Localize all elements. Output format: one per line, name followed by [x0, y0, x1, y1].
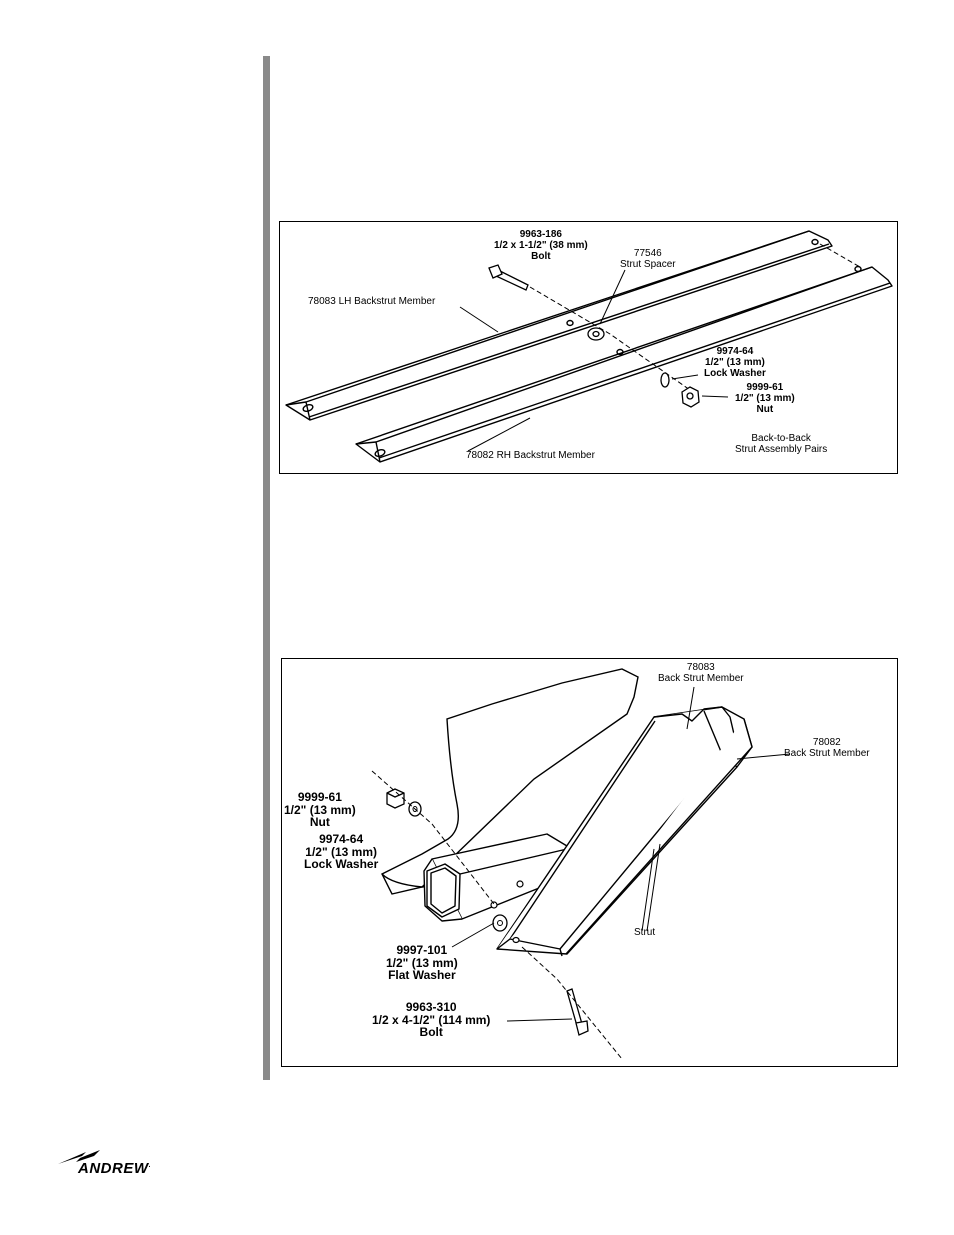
sidebar-bar	[263, 56, 270, 1080]
strut-spacer-label: 77546 Strut Spacer	[620, 248, 676, 270]
andrew-logo: ANDREW.	[56, 1148, 176, 1180]
figure-backstrut-assembly: 9963-186 1/2 x 1-1/2" (38 mm) Bolt 77546…	[279, 221, 898, 474]
bolt-9963-310-label: 9963-310 1/2 x 4-1/2" (114 mm) Bolt	[372, 1000, 491, 1039]
flat-washer-label: 9997-101 1/2" (13 mm) Flat Washer	[386, 943, 458, 982]
nut-label: 9999-61 1/2" (13 mm) Nut	[735, 382, 795, 415]
nut-9999-61-label: 9999-61 1/2" (13 mm) Nut	[284, 790, 356, 829]
backstrut-drawing	[285, 230, 893, 463]
lh-backstrut-label: 78083 LH Backstrut Member	[308, 296, 436, 307]
strut-label: Strut	[634, 927, 656, 938]
member-78082-label: 78082 Back Strut Member	[784, 737, 870, 759]
logo-wordmark: ANDREW.	[78, 1160, 151, 1177]
strut-attachment-drawing	[371, 668, 791, 1060]
member-78083-label: 78083 Back Strut Member	[658, 662, 744, 684]
rh-backstrut-label: 78082 RH Backstrut Member	[466, 450, 595, 461]
lightning-bolt-icon	[58, 1150, 100, 1164]
lock-washer-9974-64-label: 9974-64 1/2" (13 mm) Lock Washer	[304, 832, 379, 871]
figure-strut-attachment: 78083 Back Strut Member 78082 Back Strut…	[281, 658, 898, 1067]
bolt-9963-186-label: 9963-186 1/2 x 1-1/2" (38 mm) Bolt	[494, 229, 588, 262]
assembly-caption: Back-to-Back Strut Assembly Pairs	[735, 433, 828, 455]
lock-washer-label: 9974-64 1/2" (13 mm) Lock Washer	[704, 346, 766, 379]
